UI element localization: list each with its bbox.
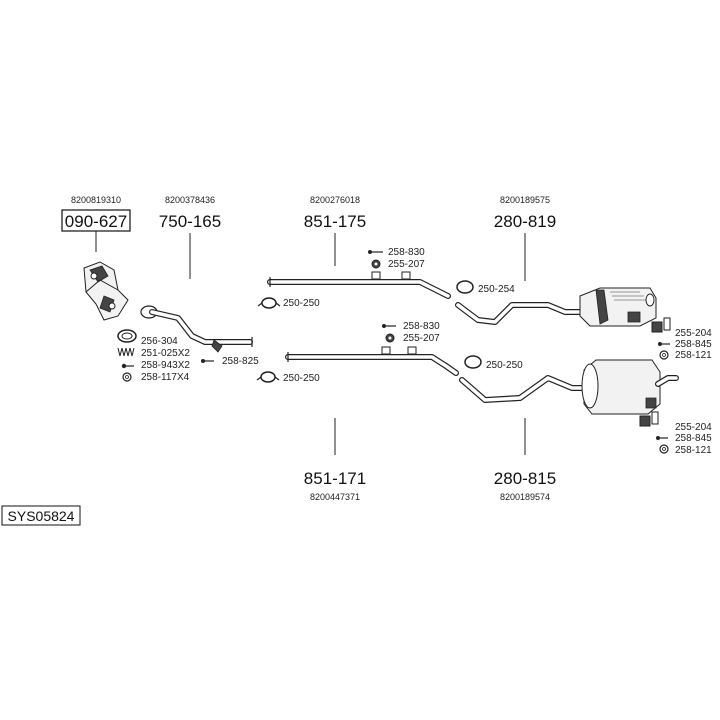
- mid-top-rubber-icon[interactable]: [371, 259, 381, 269]
- clamp-top-right-label: 250-254: [478, 284, 515, 295]
- diagram-id-box: [1, 505, 81, 526]
- rear-bottom-bolt-label: 258-845: [675, 433, 712, 444]
- mid-top-rubber-label: 255-207: [388, 259, 425, 270]
- mid-top-bolt-label: 258-830: [388, 247, 425, 258]
- cat-bolt-icon[interactable]: [121, 363, 134, 369]
- rear-bottom-washer-icon[interactable]: [659, 444, 669, 454]
- rear-bottom-rubber-icon[interactable]: [639, 411, 659, 427]
- clamp-top-left-icon[interactable]: [257, 297, 281, 309]
- mid-bottom-rubber-label: 255-207: [403, 333, 440, 344]
- mid-bottom-bolt-label: 258-830: [403, 321, 440, 332]
- rear-top-rubber-label: 255-204: [675, 328, 712, 339]
- mid-bottom-bolt-icon[interactable]: [382, 324, 396, 328]
- catalyst-part-number[interactable]: 090-627: [65, 212, 127, 231]
- front-pipe-oem-number: 8200378436: [165, 195, 215, 205]
- cat-spring-label: 251-025X2: [141, 348, 190, 359]
- catalyst-oem-number: 8200819310: [71, 195, 121, 205]
- rear-top-washer-icon[interactable]: [659, 350, 669, 360]
- rear-silencer-top-part[interactable]: [455, 287, 657, 327]
- rear-silencer-top-oem-number: 8200189575: [500, 195, 550, 205]
- rear-silencer-bottom-part[interactable]: [459, 359, 679, 415]
- front-bolt-label: 258-825: [222, 356, 259, 367]
- mid-pipe-top-part[interactable]: [267, 271, 451, 299]
- rear-top-bolt-label: 258-845: [675, 339, 712, 350]
- rear-silencer-bottom-oem-number: 8200189574: [500, 492, 550, 502]
- cat-washer-icon[interactable]: [122, 372, 132, 382]
- cat-gasket-icon[interactable]: [117, 329, 137, 343]
- clamp-bottom-right-icon[interactable]: [464, 355, 482, 369]
- clamp-bottom-left-icon[interactable]: [256, 371, 280, 383]
- mid-pipe-bottom-oem-number: 8200447371: [310, 492, 360, 502]
- clamp-bottom-right-label: 250-250: [486, 360, 523, 371]
- rear-bottom-washer-label: 258-121: [675, 445, 712, 456]
- rear-top-washer-label: 258-121: [675, 350, 712, 361]
- mid-pipe-top-part-number[interactable]: 851-175: [304, 212, 366, 231]
- mid-top-bolt-icon[interactable]: [368, 250, 383, 254]
- cat-bolt-label: 258-943X2: [141, 360, 190, 371]
- clamp-top-left-label: 250-250: [283, 298, 320, 309]
- diagram-id: SYS05824: [8, 508, 75, 524]
- rear-silencer-top-part-number[interactable]: 280-819: [494, 212, 556, 231]
- front-bolt-icon[interactable]: [201, 359, 214, 363]
- rear-top-rubber-icon[interactable]: [651, 317, 671, 333]
- front-pipe-part-number[interactable]: 750-165: [159, 212, 221, 231]
- mid-bottom-rubber-icon[interactable]: [385, 333, 395, 343]
- rear-top-bolt-icon[interactable]: [658, 342, 670, 346]
- rear-silencer-bottom-part-number[interactable]: 280-815: [494, 469, 556, 488]
- mid-pipe-bottom-part-number[interactable]: 851-171: [304, 469, 366, 488]
- cat-gasket-label: 256-304: [141, 336, 178, 347]
- clamp-bottom-left-label: 250-250: [283, 373, 320, 384]
- mid-pipe-bottom-part[interactable]: [285, 346, 459, 376]
- catalyst-part[interactable]: [83, 261, 129, 321]
- clamp-top-right-icon[interactable]: [456, 280, 474, 294]
- cat-washer-label: 258-117X4: [141, 372, 190, 383]
- cat-spring-icon[interactable]: [117, 347, 135, 357]
- rear-bottom-rubber-label: 255-204: [675, 422, 712, 433]
- front-pipe-part[interactable]: [140, 305, 253, 353]
- rear-bottom-bolt-icon[interactable]: [656, 436, 668, 440]
- mid-pipe-top-oem-number: 8200276018: [310, 195, 360, 205]
